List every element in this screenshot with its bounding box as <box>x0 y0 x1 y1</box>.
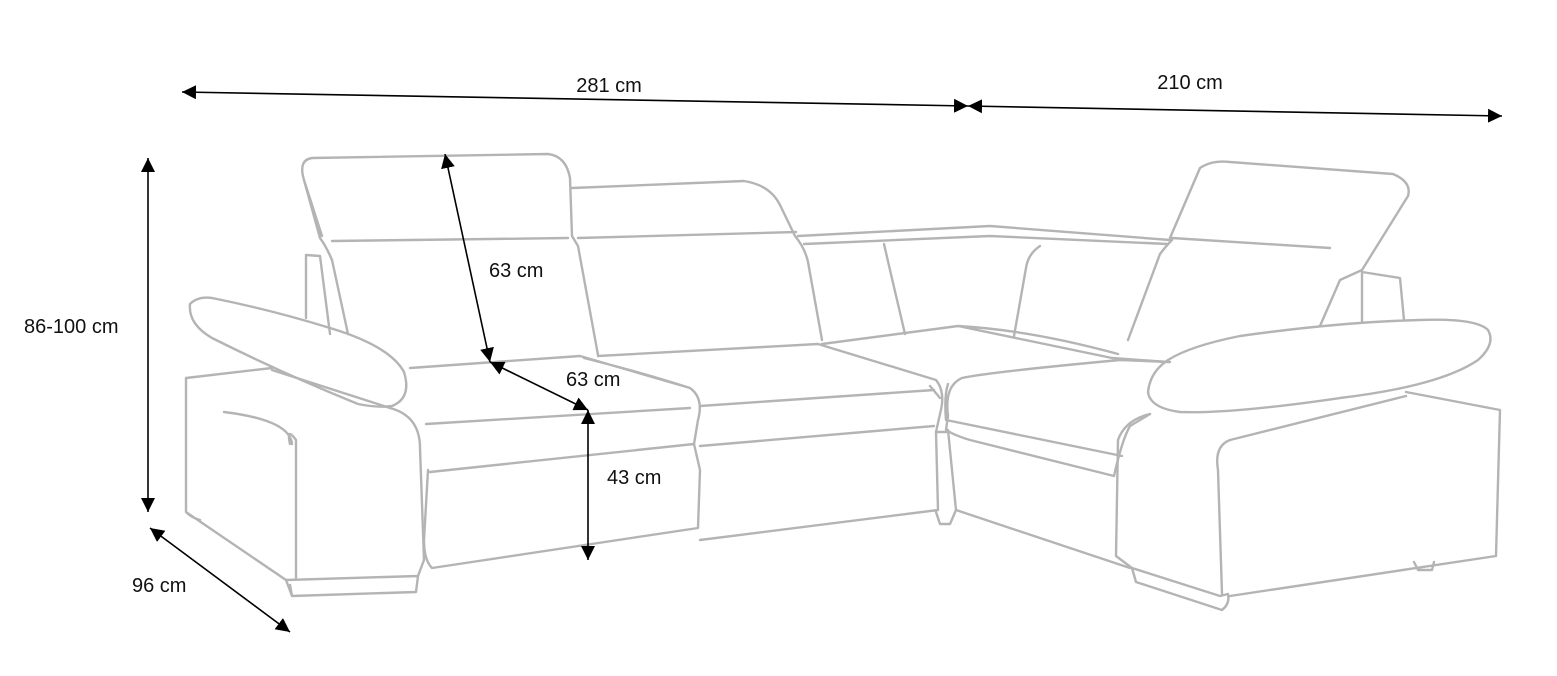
dimension-labels: 281 cm 210 cm 86-100 cm 63 cm 63 cm 43 c… <box>24 72 1223 597</box>
backrest-height-arrow <box>441 153 494 363</box>
depth-arrow <box>149 527 291 633</box>
width-left-arrow <box>181 85 969 113</box>
left-headrest <box>301 152 600 357</box>
middle-seat-cushion <box>596 342 944 542</box>
right-armrest-cushion <box>1146 318 1492 414</box>
width-right-arrow <box>967 99 1503 123</box>
corner-seat-front <box>928 384 958 526</box>
depth-label: 96 cm <box>132 575 186 597</box>
left-seat-cushion <box>408 354 702 570</box>
left-armrest-block <box>184 253 426 598</box>
backrest-height-label: 63 cm <box>489 260 543 282</box>
seat-height-label: 43 cm <box>607 467 661 489</box>
corner-seat-cushion <box>820 324 1170 364</box>
width-right-label: 210 cm <box>1157 72 1223 94</box>
right-headrest <box>1126 160 1410 342</box>
left-armrest-cushion <box>188 296 408 408</box>
dimension-lines <box>141 85 1503 633</box>
left-armrest-inner-curve <box>222 410 298 580</box>
width-left-label: 281 cm <box>576 75 642 97</box>
total-height-label: 86-100 cm <box>24 316 119 338</box>
right-seat-cushion <box>944 358 1172 570</box>
corner-sofa-outline <box>184 152 1502 612</box>
seat-depth-arrow <box>489 361 589 411</box>
middle-back-cushion <box>570 179 824 342</box>
seat-depth-label: 63 cm <box>566 369 620 391</box>
corner-back-section <box>796 224 1172 338</box>
right-armrest-block <box>1114 390 1502 612</box>
